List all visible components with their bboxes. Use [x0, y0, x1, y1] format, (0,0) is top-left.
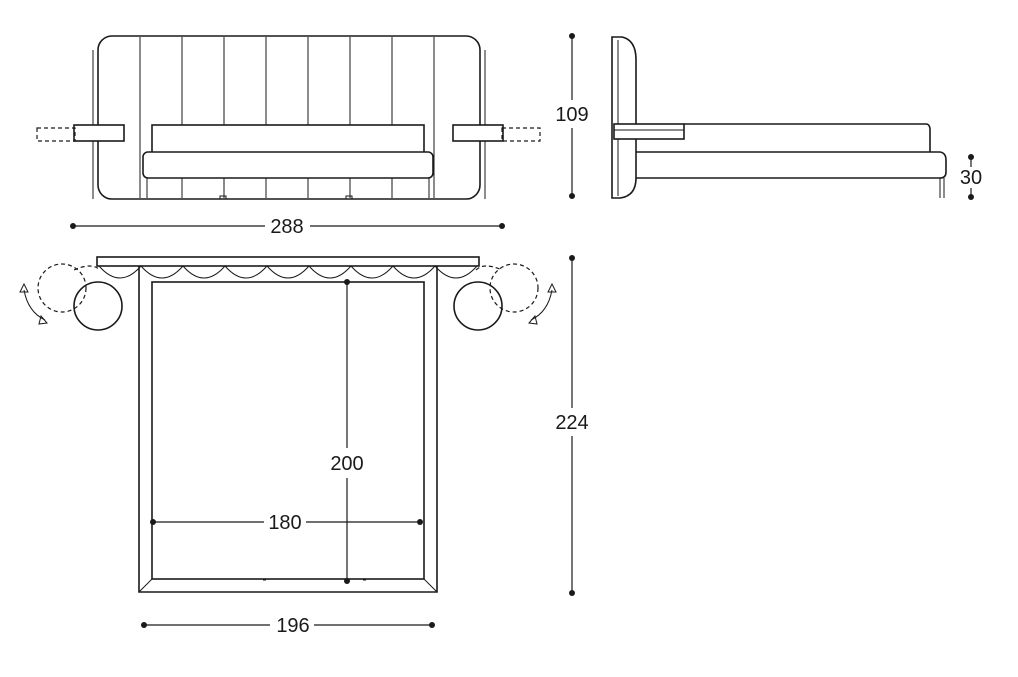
top-headboard — [96, 256, 480, 267]
dim-mattress-width: 180 — [150, 512, 423, 534]
front-nightstand-left-extended — [36, 127, 76, 142]
front-view — [36, 35, 541, 200]
dim-mattress-width-label: 180 — [268, 512, 301, 534]
top-nightstand-left-rotated — [37, 263, 87, 313]
top-nightstand-right — [453, 281, 503, 331]
top-outer-frame — [138, 266, 438, 593]
dim-mattress-length-label: 200 — [330, 453, 363, 475]
dim-front-height: 109 — [555, 33, 589, 199]
side-mattress — [684, 123, 931, 152]
front-mattress — [151, 124, 425, 154]
dim-front-height-label: 109 — [555, 104, 588, 126]
top-mattress — [151, 281, 425, 580]
front-nightstand-right-extended — [501, 127, 541, 142]
top-frame-bevel — [138, 578, 438, 593]
front-nightstand-left — [73, 124, 125, 142]
top-nightstand-right-rotated — [489, 263, 539, 313]
dim-frame-width: 196 — [141, 615, 435, 637]
front-foot-left — [219, 195, 227, 200]
top-view — [19, 256, 557, 593]
dim-top-length-label: 224 — [555, 412, 588, 434]
front-nightstand-right — [452, 124, 504, 142]
dim-frame-width-label: 196 — [276, 615, 309, 637]
dim-mattress-length: 200 — [330, 279, 364, 584]
dim-side-leg-label: 30 — [960, 167, 982, 189]
side-headboard — [611, 36, 637, 199]
side-nightstand — [613, 123, 685, 140]
side-bed-base — [636, 151, 947, 179]
dim-top-length: 224 — [555, 255, 589, 596]
top-headboard-scallops — [98, 265, 478, 279]
front-bed-base — [142, 151, 434, 179]
rotation-arrow-right — [530, 289, 553, 321]
side-view — [611, 36, 947, 199]
dim-front-width-label: 288 — [270, 216, 303, 238]
dim-front-width: 288 — [70, 216, 505, 238]
dim-side-leg: 30 — [960, 154, 982, 200]
rotation-arrow-left — [23, 289, 46, 321]
front-headboard — [97, 35, 481, 200]
front-foot-right — [345, 195, 353, 200]
top-nightstand-left — [73, 281, 123, 331]
